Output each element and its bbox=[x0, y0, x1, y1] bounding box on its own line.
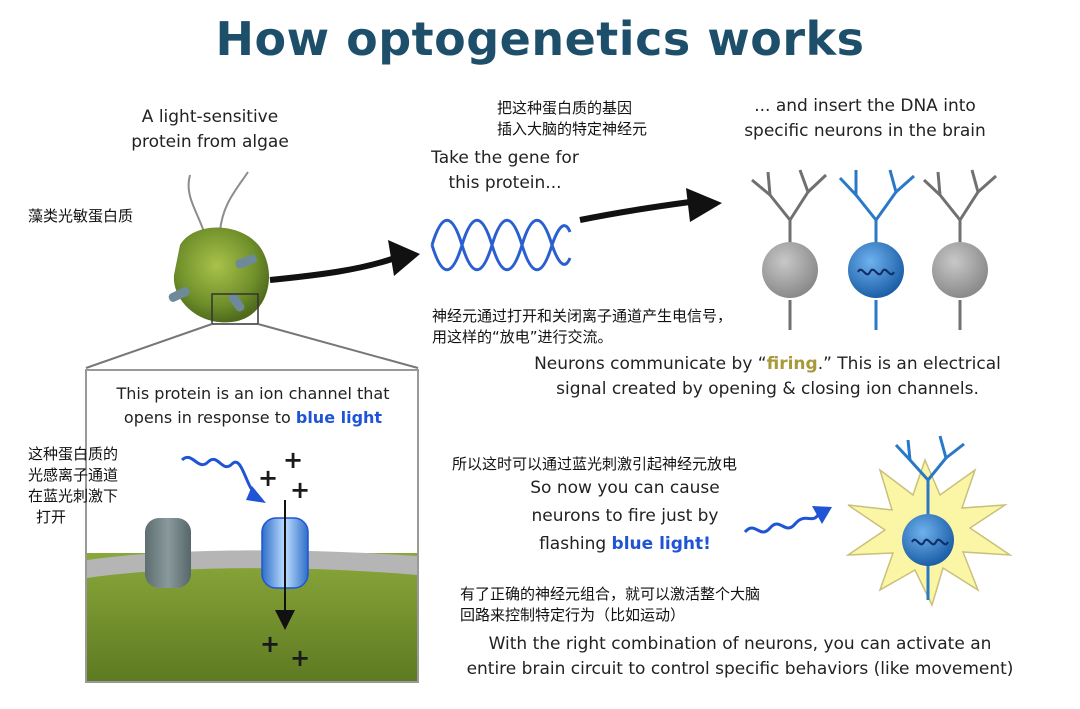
cause-line2: neurons to fire just by bbox=[531, 506, 719, 526]
ion-plus-2: + bbox=[258, 464, 279, 492]
firing-highlight: firing bbox=[766, 354, 818, 374]
gene-label-zh: 把这种蛋白质的基因 插入大脑的特定神经元 bbox=[497, 98, 647, 140]
blue-light-highlight: blue light bbox=[295, 408, 383, 427]
gene-zh-line2: 插入大脑的特定神经元 bbox=[497, 120, 648, 138]
cause-line3: flashing blue light! bbox=[500, 530, 750, 558]
cause-blue-light-highlight: blue light! bbox=[611, 534, 711, 554]
cause-line1: So now you can cause bbox=[530, 478, 720, 498]
ion-channel-inset bbox=[85, 369, 419, 683]
gene-label: Take the gene for this protein... bbox=[405, 146, 605, 196]
cause-zh: 所以这时可以通过蓝光刺激引起神经元放电 bbox=[452, 455, 738, 473]
firing-neuron bbox=[845, 435, 1013, 608]
firing-line1-prefix: Neurons communicate by “ bbox=[534, 354, 767, 374]
ion-channel-zh-line4: 打开 bbox=[36, 508, 67, 526]
blue-light-wave bbox=[743, 506, 832, 534]
neuron-blue-middle bbox=[838, 169, 915, 330]
circuit-caption: With the right combination of neurons, y… bbox=[420, 632, 1060, 682]
ion-plus-3: + bbox=[290, 476, 311, 504]
zoom-lines bbox=[85, 323, 419, 369]
insert-line2: specific neurons in the brain bbox=[744, 121, 986, 141]
dna-helix bbox=[430, 219, 572, 271]
gene-line2: this protein... bbox=[448, 173, 562, 193]
page-title: How optogenetics works bbox=[215, 12, 865, 66]
ion-channel-zh-line3: 在蓝光刺激下 bbox=[28, 487, 119, 505]
insert-label: ... and insert the DNA into specific neu… bbox=[710, 94, 1020, 144]
ion-plus-5: + bbox=[290, 644, 311, 672]
firing-zh-line2: 用这样的“放电”进行交流。 bbox=[432, 328, 613, 346]
insert-line1: ... and insert the DNA into bbox=[754, 96, 976, 116]
firing-line1-suffix: .” This is an electrical bbox=[817, 354, 1001, 374]
ion-channel-line2: opens in response to blue light bbox=[90, 406, 416, 430]
algae-label-line1: A light-sensitive bbox=[141, 107, 279, 127]
ion-plus-1: + bbox=[283, 446, 304, 474]
circuit-zh-line1: 有了正确的神经元组合，就可以激活整个大脑 bbox=[460, 585, 761, 603]
circuit-line2: entire brain circuit to control specific… bbox=[466, 659, 1014, 679]
firing-line2: signal created by opening & closing ion … bbox=[556, 379, 979, 399]
firing-zh-line1: 神经元通过打开和关闭离子通道产生电信号， bbox=[432, 307, 733, 325]
gene-line1: Take the gene for bbox=[431, 148, 579, 168]
firing-zh: 神经元通过打开和关闭离子通道产生电信号， 用这样的“放电”进行交流。 bbox=[432, 306, 732, 348]
circuit-zh-line2: 回路来控制特定行为（比如运动） bbox=[460, 606, 686, 624]
cause-line3-prefix: flashing bbox=[539, 534, 612, 554]
gene-zh-line1: 把这种蛋白质的基因 bbox=[497, 99, 633, 117]
circuit-line1: With the right combination of neurons, y… bbox=[488, 634, 992, 654]
circuit-zh: 有了正确的神经元组合，就可以激活整个大脑 回路来控制特定行为（比如运动） bbox=[460, 584, 760, 626]
ion-channel-caption: This protein is an ion channel that open… bbox=[90, 382, 416, 430]
algae-label-line2: protein from algae bbox=[131, 132, 289, 152]
ion-channel-zh: 这种蛋白质的 光感离子通道 在蓝光刺激下 打开 bbox=[28, 444, 118, 528]
neuron-gray-right bbox=[922, 169, 997, 330]
ion-channel-zh-line1: 这种蛋白质的 bbox=[28, 445, 119, 463]
ion-channel-zh-line2: 光感离子通道 bbox=[28, 466, 119, 484]
neuron-gray-left bbox=[751, 169, 828, 330]
ion-channel-line2-prefix: opens in response to bbox=[123, 408, 296, 427]
flow-arrows bbox=[269, 188, 722, 283]
cause-caption: So now you can cause neurons to fire jus… bbox=[500, 474, 750, 558]
firing-line1: Neurons communicate by “firing.” This is… bbox=[480, 352, 1055, 377]
algae-label: A light-sensitive protein from algae bbox=[100, 105, 320, 155]
algae-cell bbox=[168, 171, 270, 325]
ion-plus-4: + bbox=[260, 630, 281, 658]
ion-channel-line1: This protein is an ion channel that bbox=[116, 384, 390, 403]
firing-caption: Neurons communicate by “firing.” This is… bbox=[480, 352, 1055, 402]
algae-label-zh: 藻类光敏蛋白质 bbox=[28, 207, 134, 225]
